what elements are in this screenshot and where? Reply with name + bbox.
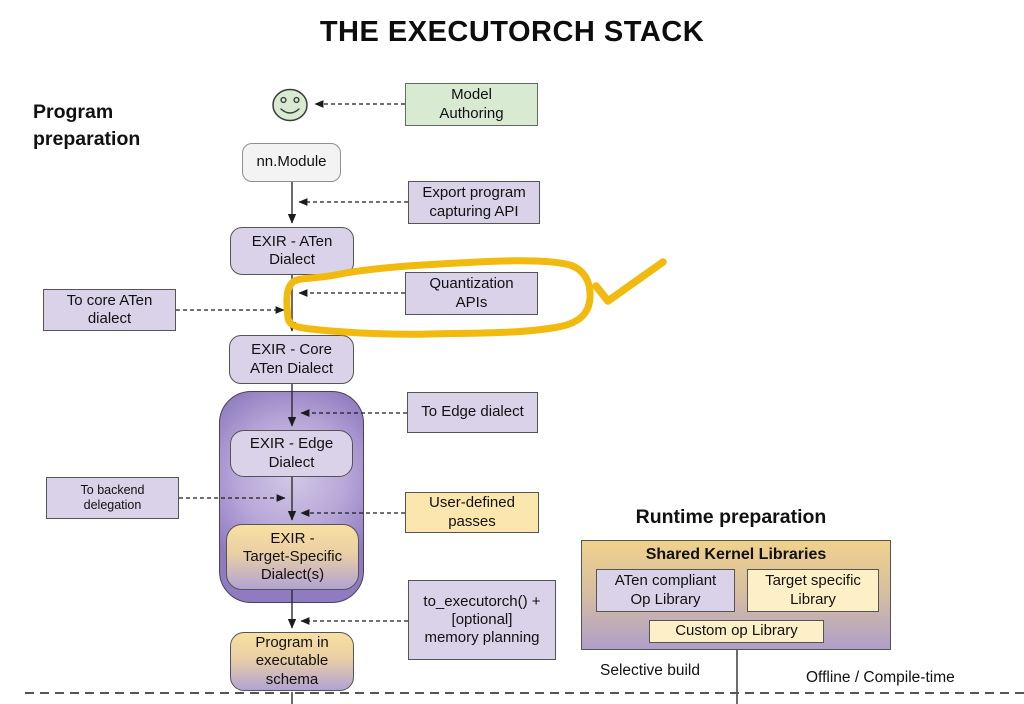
node-to-edge-dialect: To Edge dialect <box>407 392 538 433</box>
node-exir-edge-dialect: EXIR - Edge Dialect <box>230 430 353 477</box>
node-user-defined-passes: User-defined passes <box>405 492 539 533</box>
node-to-backend-delegation: To backend delegation <box>46 477 179 519</box>
node-exir-core-aten-dialect: EXIR - Core ATen Dialect <box>229 335 354 384</box>
node-to-executorch-memory-planning: to_executorch() + [optional] memory plan… <box>408 580 556 660</box>
program-preparation-label: Program preparation <box>33 101 141 151</box>
node-quantization-apis: Quantization APIs <box>405 272 538 315</box>
offline-compile-time-label: Offline / Compile-time <box>806 669 955 686</box>
node-export-program-capturing-api: Export program capturing API <box>408 181 540 224</box>
node-model-authoring: Model Authoring <box>405 83 538 126</box>
smiley-face-icon <box>272 88 308 122</box>
node-aten-compliant-op-library: ATen compliant Op Library <box>596 569 735 612</box>
runtime-preparation-label: Runtime preparation <box>635 506 827 528</box>
shared-kernel-libraries-title: Shared Kernel Libraries <box>645 546 827 563</box>
selective-build-label: Selective build <box>600 662 700 679</box>
checkmark-icon <box>592 258 667 305</box>
page-title: THE EXECUTORCH STACK <box>319 16 705 48</box>
node-exir-aten-dialect: EXIR - ATen Dialect <box>230 227 354 275</box>
node-exir-target-specific-dialects: EXIR - Target-Specific Dialect(s) <box>226 524 359 590</box>
node-nn-module: nn.Module <box>242 143 341 182</box>
node-target-specific-library: Target specific Library <box>747 569 879 612</box>
node-program-in-executable-schema: Program in executable schema <box>230 632 354 691</box>
shared-kernel-libraries-container: Shared Kernel Libraries ATen compliant O… <box>581 540 891 650</box>
node-custom-op-library: Custom op Library <box>649 620 824 643</box>
node-to-core-aten-dialect: To core ATen dialect <box>43 289 176 331</box>
